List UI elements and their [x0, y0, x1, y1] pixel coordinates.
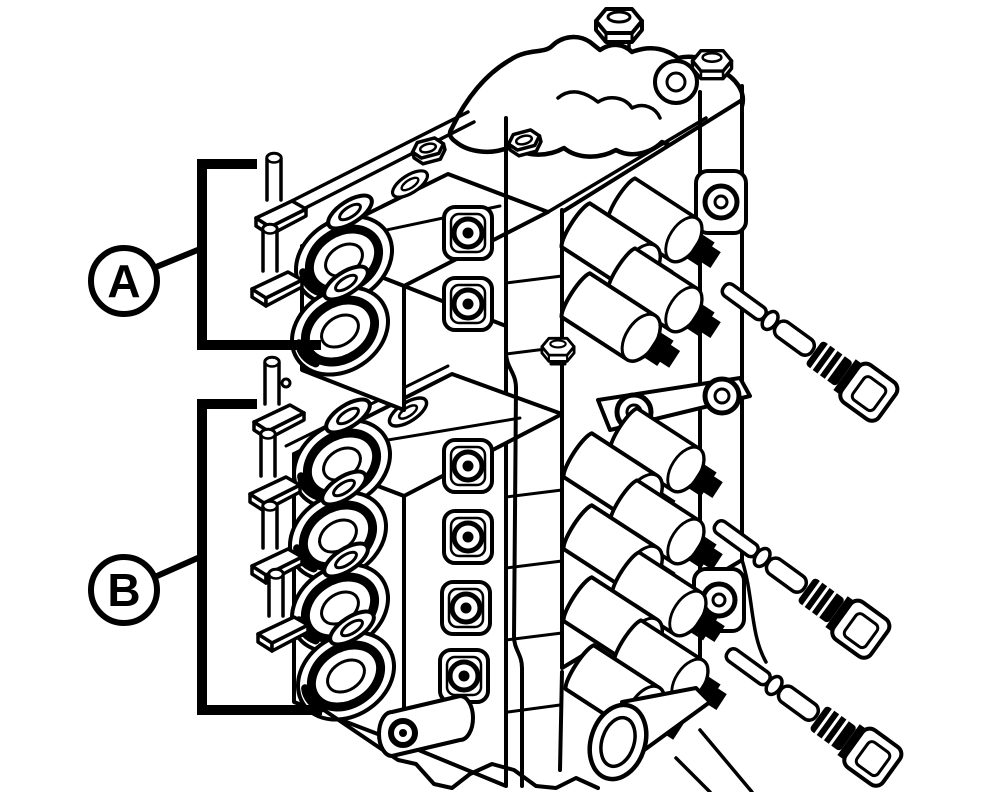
base-port-ring	[587, 702, 649, 782]
cover-boss-hole	[665, 71, 687, 93]
valve-section-port	[250, 222, 405, 393]
base-casting	[316, 558, 768, 792]
callout-b: B	[88, 399, 322, 715]
spool-cap	[442, 582, 490, 634]
callout-b-label: B	[107, 564, 140, 616]
section-pin	[261, 499, 279, 550]
washer	[705, 379, 739, 413]
callout-b-leader	[155, 554, 202, 579]
mounting-nut	[690, 48, 734, 81]
callout-a-circle	[88, 245, 160, 317]
group-b-port-sections	[248, 355, 411, 738]
plate-cap	[696, 171, 746, 233]
callout-a-label: A	[107, 255, 140, 307]
bolt-hole	[280, 377, 292, 389]
callout-b-bracket	[197, 399, 322, 715]
spool-cap	[440, 650, 488, 702]
base-cylinder	[377, 694, 475, 758]
spool-end-caps	[440, 207, 492, 702]
mounting-nut	[594, 7, 644, 44]
spine-nut	[540, 336, 576, 363]
spool-cap	[444, 440, 492, 492]
spool-cap	[444, 278, 492, 330]
group-a-port-sections	[250, 151, 409, 393]
callout-a: A	[88, 159, 321, 350]
callout-b-circle	[88, 554, 160, 626]
spool-cap	[444, 207, 492, 259]
valve-assembly-illustration	[248, 7, 905, 792]
callouts: A B	[88, 159, 322, 715]
valve-stack-spine	[504, 116, 576, 788]
top-cover-casting	[260, 7, 746, 271]
cover-gasket-line	[556, 90, 662, 120]
spool-cap	[444, 511, 492, 563]
callout-a-leader	[154, 246, 202, 270]
section-pin	[261, 222, 279, 273]
section-pin	[267, 567, 285, 618]
section-pin	[265, 151, 283, 202]
section-pin	[263, 355, 281, 406]
section-pin	[259, 427, 277, 478]
callout-a-bracket	[197, 159, 321, 350]
